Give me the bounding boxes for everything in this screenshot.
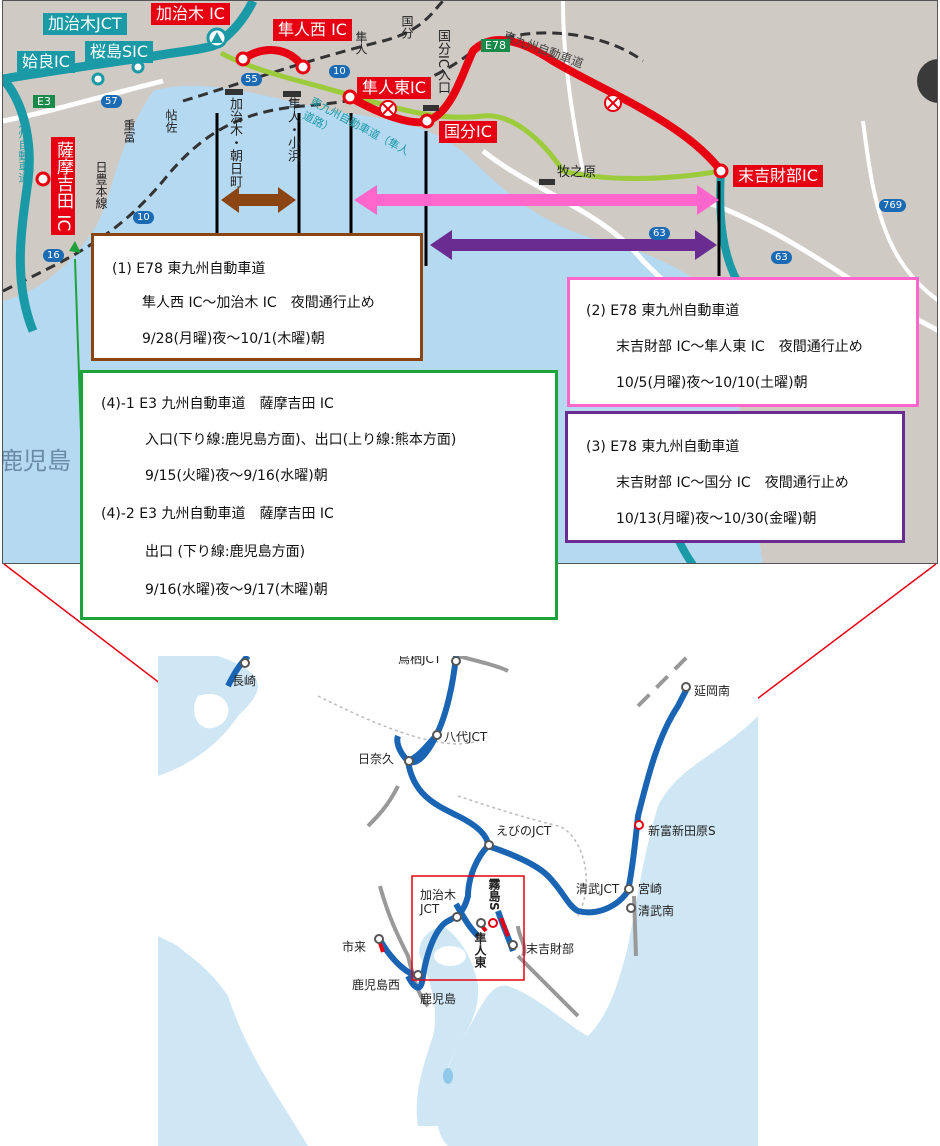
ov-label-hinagu: 日奈久 (358, 752, 395, 766)
node-ebino (484, 840, 494, 850)
node-tosu (451, 656, 461, 666)
closure-arrow-1 (221, 187, 296, 213)
info-4-2-title: (4)-2 E3 九州自動車道 薩摩吉田 IC (101, 506, 334, 522)
node-nobeoka (681, 682, 691, 692)
ov-label-kiyotake-minami: 清武南 (638, 904, 675, 918)
label-shigetomi: 重富 (122, 119, 136, 143)
label-kokubu-ic: 国分IC (439, 121, 497, 143)
label-aira-ic: 姶良IC (17, 51, 75, 73)
ov-label-tosu-jct: 鳥栖JCT (398, 656, 442, 666)
info-4-1-period: 9/15(火曜)夜～9/16(水曜)朝 (145, 468, 328, 484)
ov-label-yatsushiro-jct: 八代JCT (444, 730, 488, 744)
info-3-period: 10/13(月曜)夜～10/30(金曜)朝 (616, 511, 817, 527)
node-kajiki-jct (452, 912, 462, 922)
node-shintomi (634, 820, 644, 830)
kagoshima-bay (416, 926, 479, 1126)
ov-label-kajiki-jct: 加治木JCT (420, 888, 457, 916)
miyazaki-expressway (487, 843, 631, 916)
label-hayato: 隼人 (354, 31, 368, 55)
label-hayato-nishi-ic: 隼人西 IC (273, 19, 352, 41)
info-3-section: 末吉財部 IC～国分 IC 夜間通行止め (616, 475, 849, 491)
info-box-closure-2: (2) E78 東九州自動車道 末吉財部 IC～隼人東 IC 夜間通行止め 10… (567, 277, 919, 407)
zoom-area-frame (411, 875, 525, 981)
ov-label-nobeoka-minami: 延岡南 (694, 684, 731, 698)
node-kagoshima (413, 970, 423, 980)
ov-label-kagoshima-nishi: 鹿児島西 (352, 978, 401, 992)
closure-mark (379, 94, 622, 118)
node-sueyoshi (508, 940, 518, 950)
shield-route-57: 57 (101, 95, 122, 108)
info-box-closure-4: (4)-1 E3 九州自動車道 薩摩吉田 IC 入口(下り線:鹿児島方面)、出口… (80, 370, 558, 620)
higashi-kyushu-overview (625, 684, 691, 892)
kyushu-land (158, 656, 758, 1146)
node-hayato-higashi (476, 918, 486, 928)
label-makinohara: 牧之原 (557, 165, 597, 180)
rail-line (3, 31, 644, 293)
shield-route-16: 16 (43, 249, 64, 262)
info-2-section: 末吉財部 IC～隼人東 IC 夜間通行止め (616, 339, 863, 355)
ov-label-kirishima-s: 霧島S (487, 878, 501, 911)
ov-label-sueyoshi-takarabe: 末吉財部 (526, 942, 575, 956)
node-kirishima (488, 918, 498, 928)
west-water (3, 301, 63, 563)
info-box-closure-3: (3) E78 東九州自動車道 末吉財部 IC～国分 IC 夜間通行止め 10/… (565, 411, 905, 543)
node-nagasaki (240, 658, 250, 668)
info-1-period: 9/28(月曜)夜～10/1(木曜)朝 (142, 331, 325, 347)
info-4-2-period: 9/16(水曜)夜～9/17(木曜)朝 (145, 582, 328, 598)
hayato-road-route (219, 50, 722, 181)
closure-arrow-2 (354, 185, 719, 215)
label-kajiki-ic: 加治木 IC (151, 3, 230, 25)
info-4-1-title: (4)-1 E3 九州自動車道 薩摩吉田 IC (101, 396, 334, 412)
label-hayato-higashi-ic: 隼人東IC (357, 77, 431, 99)
rail-line-2 (182, 1, 445, 103)
label-kajiki-asahimachi: 加治木・朝日町 (227, 97, 242, 188)
shield-route-63a: 63 (649, 227, 670, 240)
info-4-2-detail: 出口 (下り線:鹿児島方面) (145, 544, 306, 560)
label-kagoshima-water: 鹿児島 (2, 447, 71, 475)
ov-label-kagoshima: 鹿児島 (420, 992, 457, 1006)
closure-arrow-3 (430, 230, 717, 260)
label-kokubu: 国分 (400, 15, 414, 39)
info-1-title: (1) E78 東九州自動車道 (112, 261, 266, 277)
label-kajiki-jct: 加治木JCT (43, 13, 127, 35)
label-sakurajima-sic: 桜島SIC (85, 41, 154, 63)
ov-label-kiyotake-jct: 清武JCT (576, 882, 620, 896)
info-2-title: (2) E78 東九州自動車道 (586, 303, 740, 319)
label-kokubu-ic-entrance: 国分IC入口 (435, 29, 450, 94)
shield-route-63b: 63 (771, 251, 792, 264)
node-kiyotake (624, 884, 634, 894)
label-satsuma-yoshida-ic: 薩摩吉田 IC (51, 137, 75, 236)
ov-label-shintomi: 新富新田原S (648, 824, 716, 838)
info-box-closure-1: (1) E78 東九州自動車道 隼人西 IC～加治木 IC 夜間通行止め 9/2… (91, 233, 423, 361)
label-chosa: 帖佐 (164, 109, 178, 133)
ov-label-ichiki: 市来 (342, 940, 367, 954)
node-ichiki (374, 934, 384, 944)
label-kyushu-expressway: 九州自動車道 (17, 117, 30, 183)
label-sueyoshi-takarabe-ic: 末吉財部IC (733, 165, 823, 187)
overview-map: 鳥栖JCT 長崎 延岡南 八代JCT 日奈久 えびのJCT 新富新田原S 清武J… (158, 656, 758, 1146)
node-hinagu (404, 756, 414, 766)
shield-route-769: 769 (879, 199, 907, 212)
info-4-1-detail: 入口(下り線:鹿児島方面)、出口(上り線:熊本方面) (145, 432, 457, 448)
shield-e3: E3 (33, 95, 55, 108)
ov-label-hayato-higashi: 隼人東 (473, 932, 487, 968)
info-2-period: 10/5(月曜)夜～10/10(土曜)朝 (616, 375, 808, 391)
shield-route-10a: 10 (133, 211, 154, 224)
shield-e78: E78 (481, 39, 510, 52)
ov-label-nagasaki: 長崎 (232, 674, 257, 688)
shield-route-55: 55 (241, 73, 262, 86)
ov-label-ebino-jct: えびのJCT (496, 824, 552, 838)
ov-label-miyazaki: 宮崎 (638, 882, 663, 896)
label-hayato-kohama: 隼人・小浜 (285, 97, 300, 162)
node-yatsushiro (432, 730, 442, 740)
info-1-section: 隼人西 IC～加治木 IC 夜間通行止め (142, 295, 375, 311)
info-3-title: (3) E78 東九州自動車道 (586, 439, 740, 455)
node-kiyotake-minami (626, 903, 636, 913)
shield-route-10b: 10 (329, 65, 350, 78)
label-nissho-line: 日豊本線 (94, 161, 108, 209)
